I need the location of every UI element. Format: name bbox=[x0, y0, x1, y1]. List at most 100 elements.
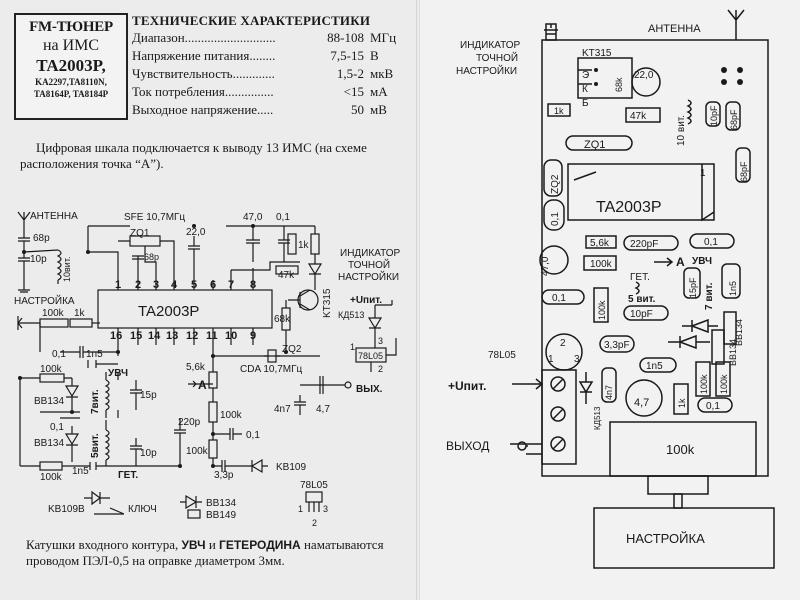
legend-pin: 1 bbox=[298, 504, 303, 514]
cap-33p-label: 3,3p bbox=[214, 470, 234, 481]
board-coil5: 5 вит. bbox=[628, 294, 656, 305]
legend-klyuch: КЛЮЧ bbox=[128, 504, 157, 515]
spec-unit: МГц bbox=[370, 30, 397, 45]
cap-01-top-label: 0,1 bbox=[276, 212, 290, 223]
board-pot: 100k bbox=[666, 442, 695, 457]
board-antenna: АНТЕННА bbox=[648, 23, 701, 35]
parts-legend: KB109В КЛЮЧ BB134 BB149 78L05 1 3 2 bbox=[48, 480, 328, 528]
ic-pin: 15 bbox=[130, 330, 142, 342]
res-68k-label: 68k bbox=[274, 314, 291, 325]
point-a-label: А bbox=[198, 378, 207, 392]
board-c01-b: 0,1 bbox=[704, 237, 718, 248]
spec-name: Диапазон............................ bbox=[132, 30, 276, 45]
spec-name: Выходное напряжение..... bbox=[132, 102, 274, 117]
cda-label: CDA 10,7МГц bbox=[240, 364, 303, 375]
legend-pin: 2 bbox=[312, 518, 317, 528]
board-r100k-b: 100k bbox=[597, 300, 607, 320]
coils-note-e: наматываются проводом ПЭЛ-0,5 на оправке… bbox=[26, 537, 384, 568]
res-47k-label: 47k bbox=[278, 270, 295, 281]
title-line2: на ИМС bbox=[42, 37, 100, 54]
spec-row: Диапазон............................ 88-… bbox=[132, 29, 416, 47]
ic-pin: 10 bbox=[225, 330, 237, 342]
board-reg-pin: 3 bbox=[574, 354, 580, 365]
board-indicator-2: ТОЧНОЙ bbox=[476, 51, 518, 64]
spec-row: Ток потребления............... <15 мА bbox=[132, 83, 416, 101]
ic-pin: 3 bbox=[153, 279, 159, 291]
reg-pin: 3 bbox=[378, 336, 383, 346]
board-kd513: КД513 bbox=[593, 406, 602, 430]
board-coil7: 7 вит. bbox=[704, 282, 715, 310]
board-pin-e: Э bbox=[582, 70, 589, 81]
page-fold bbox=[416, 0, 420, 600]
board-r100k-d: 100k bbox=[719, 374, 729, 394]
board-c68pf-b: 68pF bbox=[739, 161, 749, 182]
board-c01-a: 0,1 bbox=[550, 212, 561, 226]
coil-5vit-label: 5вит. bbox=[90, 433, 101, 458]
ic-pin: 7 bbox=[228, 279, 234, 291]
nastroyka-label: НАСТРОЙКА bbox=[14, 294, 75, 307]
board-coil10: 10 вит. bbox=[676, 115, 687, 146]
board-zq1: ZQ1 bbox=[584, 139, 605, 151]
board-zq2: ZQ2 bbox=[550, 174, 561, 194]
title-line1: FM-ТЮНЕР bbox=[29, 19, 113, 35]
ic-pin: 8 bbox=[250, 279, 256, 291]
res-100k-d-label: 100k bbox=[186, 446, 209, 457]
board-c15pf: 15pF bbox=[688, 277, 698, 298]
cap-4n7-label: 4n7 bbox=[274, 404, 291, 415]
uvch-label: УВЧ bbox=[108, 368, 128, 379]
spec-value: 1,5-2 bbox=[336, 66, 364, 81]
res-1k-label: 1k bbox=[74, 308, 86, 319]
coils-note: Катушки входного контура, УВЧ и ГЕТЕРОДИ… bbox=[26, 537, 412, 569]
cap-10p-label: 10p bbox=[30, 254, 47, 265]
ic-pin: 14 bbox=[148, 330, 161, 342]
board-bb134-a: BB134 bbox=[734, 319, 744, 346]
board-reg-pin: 1 bbox=[548, 354, 554, 365]
title-box: FM-ТЮНЕР на ИМС TA2003P, KA2297,TA8110N,… bbox=[14, 13, 128, 120]
coils-note-c: и bbox=[205, 537, 220, 552]
key-symbol bbox=[94, 507, 125, 515]
board-c1n5-a: 1n5 bbox=[728, 281, 738, 296]
cap-68p-label: 68p bbox=[33, 233, 50, 244]
board-r56k: 5,6k bbox=[590, 238, 610, 249]
board-ic: TA2003P bbox=[596, 199, 662, 216]
board-out: ВЫХОД bbox=[446, 439, 489, 453]
legend-78l05: 78L05 bbox=[300, 480, 328, 491]
circuit-schematic: АНТЕННА 68p 10p 10вит. НАСТРОЙКА 100k 1k… bbox=[14, 211, 401, 483]
board-c22: 22,0 bbox=[634, 70, 654, 81]
ic-pin: 12 bbox=[186, 330, 198, 342]
kd513-label: КД513 bbox=[338, 310, 364, 320]
ic-pin: 16 bbox=[110, 330, 122, 342]
ic-pin: 11 bbox=[206, 330, 218, 342]
spec-row: Выходное напряжение..... 50 мВ bbox=[132, 101, 416, 119]
board-c47b: 4,7 bbox=[634, 397, 649, 409]
board-indicator-1: ИНДИКАТОР bbox=[460, 40, 521, 51]
legend-bb134: BB134 bbox=[206, 498, 236, 509]
spec-name: Напряжение питания........ bbox=[132, 48, 276, 63]
cap-1n5-top-label: 1n5 bbox=[86, 349, 103, 360]
bb134-a-label: BB134 bbox=[34, 396, 64, 407]
antenna-label: АНТЕННА bbox=[30, 211, 78, 222]
title-line5: TA8164P, TA8184P bbox=[33, 89, 109, 99]
board-pin-k: К bbox=[582, 84, 588, 95]
board-r1k-b: 1k bbox=[677, 398, 687, 408]
res-100k-a-label: 100k bbox=[40, 364, 63, 375]
board-pin-b: Б bbox=[582, 98, 589, 109]
legend-kb109v: KB109В bbox=[48, 504, 85, 515]
coil-7vit-label: 7вит. bbox=[90, 389, 101, 414]
board-c1n5-b: 1n5 bbox=[646, 361, 663, 372]
zq1-label: ZQ1 bbox=[130, 228, 150, 239]
indicator-label-2: ТОЧНОЙ bbox=[348, 258, 390, 271]
coil-10vit-label: 10вит. bbox=[62, 257, 72, 282]
board-upit: +Uпит. bbox=[448, 379, 486, 393]
get-label: ГЕТ. bbox=[118, 470, 138, 481]
spec-value: 88-108 bbox=[327, 30, 364, 45]
specs-table: ТЕХНИЧЕСКИЕ ХАРАКТЕРИСТИКИ Диапазон.....… bbox=[132, 13, 416, 119]
board-c4n7: 4n7 bbox=[604, 385, 614, 400]
spec-row: Чувствительность............. 1,5-2 мкВ bbox=[132, 65, 416, 83]
reg-pin: 2 bbox=[378, 364, 383, 374]
ic-pin: 5 bbox=[191, 279, 197, 291]
ic-pin: 4 bbox=[171, 279, 178, 291]
res-1k-top-label: 1k bbox=[298, 240, 310, 251]
board-r1k: 1k bbox=[554, 106, 564, 116]
res-100k-top-label: 100k bbox=[42, 308, 65, 319]
